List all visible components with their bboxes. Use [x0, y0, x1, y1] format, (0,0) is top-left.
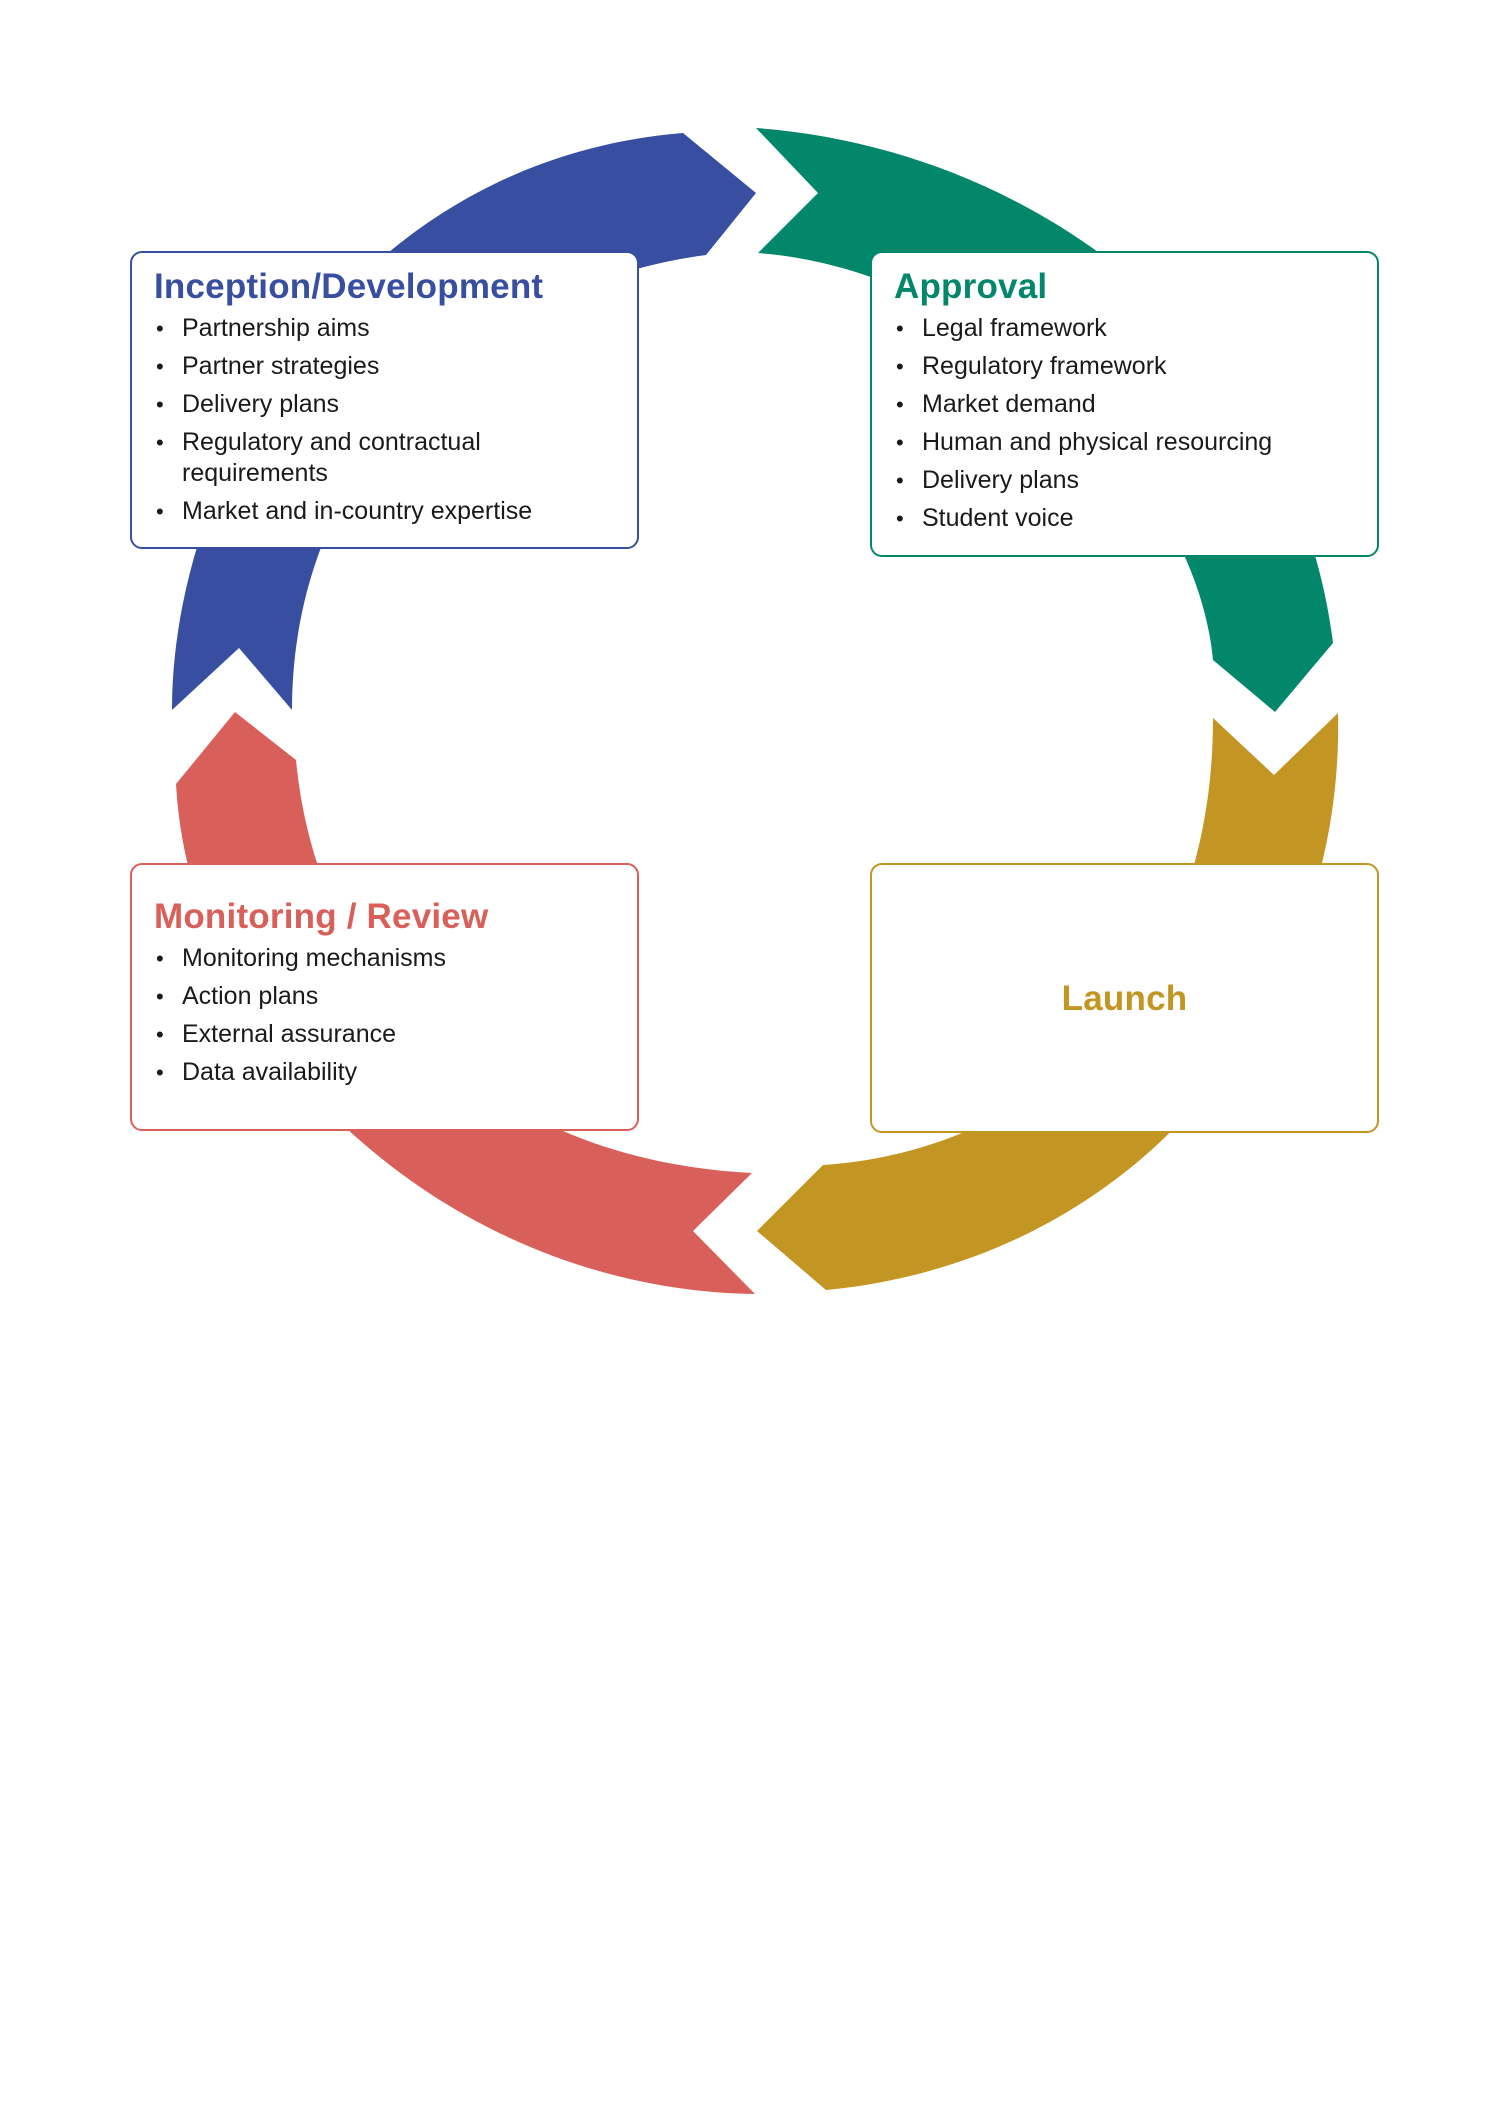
list-item: Student voice	[894, 503, 1355, 534]
stage-launch-title: Launch	[1061, 978, 1188, 1018]
stage-approval-box: Approval Legal framework Regulatory fram…	[870, 251, 1379, 557]
list-item: Human and physical resourcing	[894, 427, 1355, 458]
list-item: Regulatory framework	[894, 351, 1355, 382]
stage-approval-list: Legal framework Regulatory framework Mar…	[894, 313, 1355, 534]
list-item: Regulatory and contractual requirements	[154, 427, 615, 489]
list-item: Delivery plans	[154, 389, 615, 420]
list-item: Delivery plans	[894, 465, 1355, 496]
list-item: Legal framework	[894, 313, 1355, 344]
list-item: Monitoring mechanisms	[154, 943, 615, 974]
stage-monitoring-title: Monitoring / Review	[154, 897, 489, 936]
stage-launch-box: Launch	[870, 863, 1379, 1133]
stage-monitoring-list: Monitoring mechanisms Action plans Exter…	[154, 943, 615, 1088]
list-item: Action plans	[154, 981, 615, 1012]
stage-inception-title: Inception/Development	[154, 267, 544, 306]
list-item: Market and in-country expertise	[154, 496, 615, 527]
list-item: External assurance	[154, 1019, 615, 1050]
arrow-monitoring-segment	[176, 712, 755, 1294]
stage-approval-title: Approval	[894, 267, 1048, 306]
list-item: Data availability	[154, 1057, 615, 1088]
stage-inception-list: Partnership aims Partner strategies Deli…	[154, 313, 615, 527]
stage-inception-box: Inception/Development Partnership aims P…	[130, 251, 639, 549]
stage-monitoring-box: Monitoring / Review Monitoring mechanism…	[130, 863, 639, 1131]
list-item: Partnership aims	[154, 313, 615, 344]
list-item: Market demand	[894, 389, 1355, 420]
list-item: Partner strategies	[154, 351, 615, 382]
